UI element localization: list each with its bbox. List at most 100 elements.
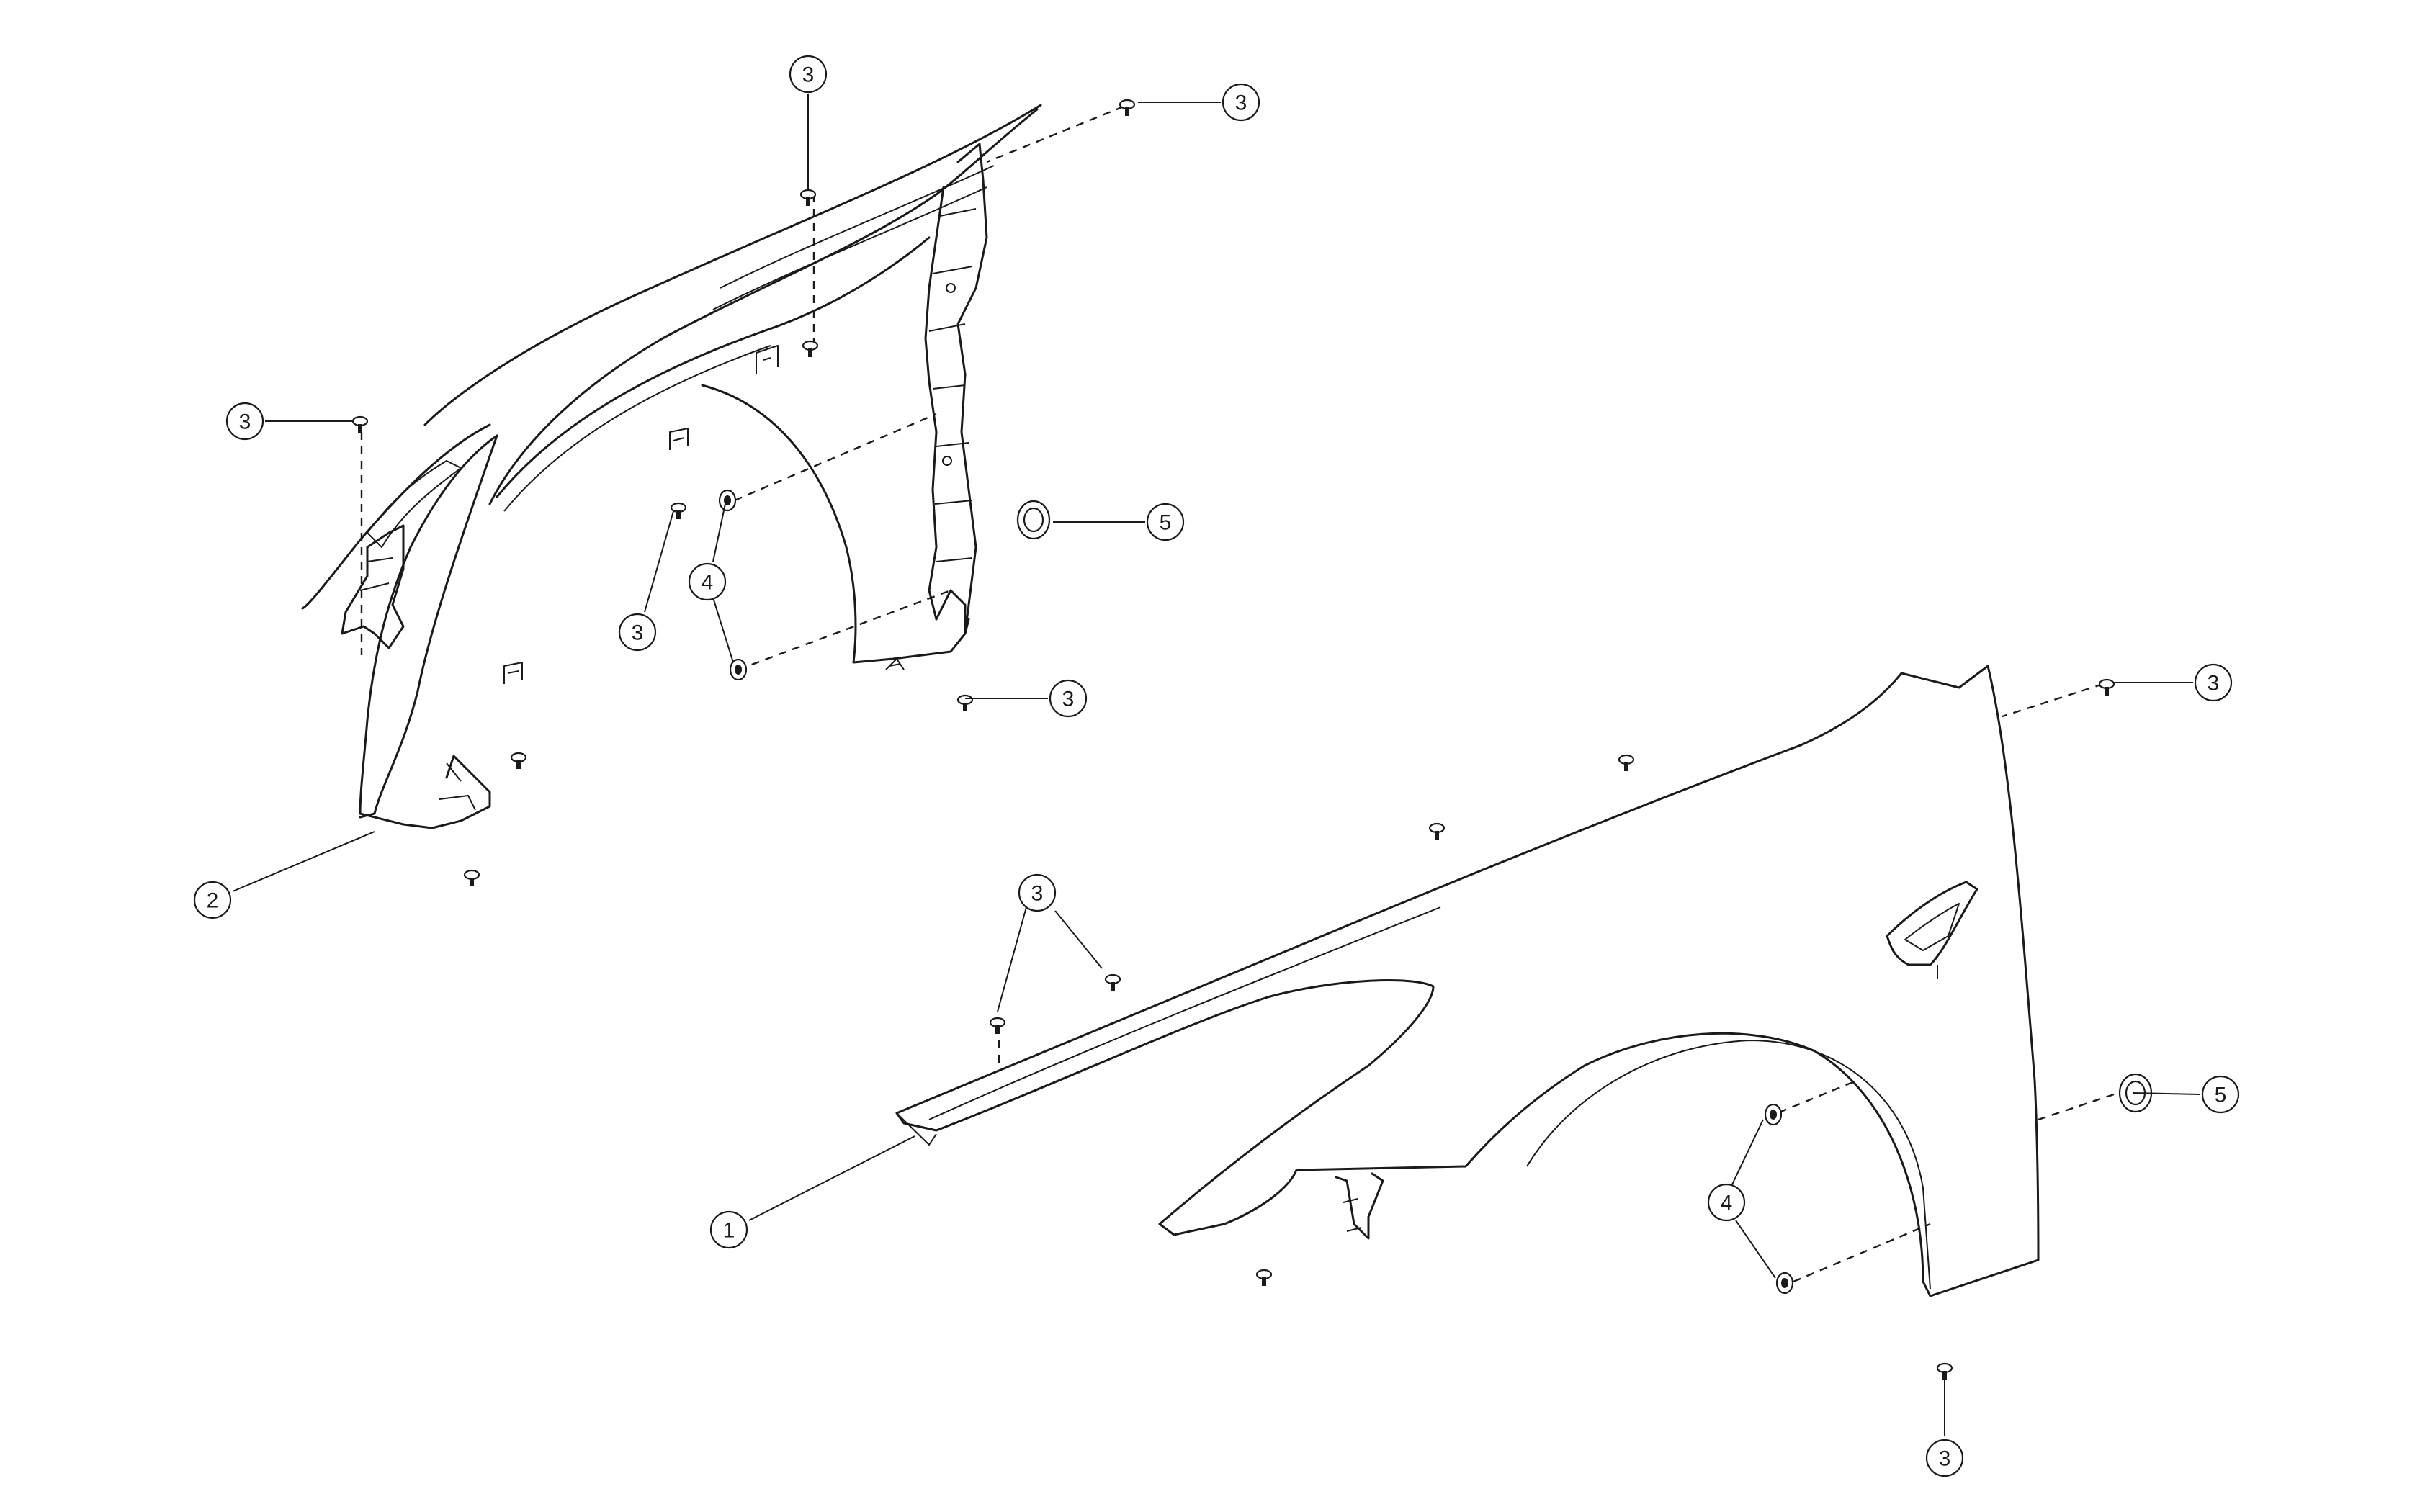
- liner-top-inner-edge: [488, 108, 1039, 505]
- callout-label: 3: [1031, 882, 1044, 906]
- explode-lines: [360, 105, 2115, 1283]
- callout-circle: [225, 402, 264, 441]
- explode-line-top-right-bolt: [986, 105, 1124, 163]
- liner-rear-bracket-outer: [956, 143, 988, 635]
- liner-inner-lip-2: [503, 345, 771, 512]
- callout-label: 1: [723, 1219, 735, 1243]
- clip-nut-icon: [718, 489, 737, 512]
- fender-lower-bracket-detail: [1343, 1198, 1362, 1232]
- callout-circle: [1018, 873, 1057, 912]
- leader-line: [748, 1135, 915, 1221]
- leader-line: [712, 500, 727, 562]
- callout-4: 4: [688, 562, 727, 601]
- callout-2: 2: [193, 881, 232, 919]
- leader-line: [1735, 1220, 1776, 1279]
- liner-bottom-panel: [852, 618, 970, 664]
- fender-side-vent: [1886, 881, 1978, 966]
- leader-line: [2133, 1092, 2201, 1095]
- bolt-icon: [1119, 99, 1136, 116]
- liner-tab-3: [503, 662, 523, 684]
- explode-line-right-clip: [1778, 1079, 1859, 1114]
- liner-nose-molding: [367, 460, 462, 548]
- liner-nose-inner: [359, 434, 498, 815]
- bolt-icon: [1104, 973, 1121, 991]
- leader-lines: [232, 94, 2201, 1436]
- clip-nut-icon: [1764, 1103, 1783, 1126]
- liner-inner-lip: [496, 236, 931, 498]
- bolt-icon: [2098, 678, 2115, 696]
- callout-label: 3: [2208, 672, 2220, 696]
- leader-line: [644, 510, 674, 613]
- callout-label: 3: [802, 63, 815, 87]
- fender-side-vent-inner: [1904, 903, 1960, 951]
- bolt-icon: [510, 752, 527, 769]
- liner-rear-bracket-rib-2: [934, 442, 973, 562]
- callout-3: 3: [1925, 1439, 1964, 1477]
- callout-label: 3: [1235, 91, 1247, 115]
- callout-circle: [193, 881, 232, 919]
- callout-3: 3: [789, 55, 828, 94]
- callout-circle: [688, 562, 727, 601]
- bolt-icon: [1428, 822, 1446, 840]
- callout-3: 3: [1018, 873, 1057, 912]
- explode-line-lower-clip: [738, 589, 951, 671]
- fender-liner-assembly: [301, 104, 1042, 829]
- callout-label: 5: [2215, 1084, 2227, 1107]
- callout-3: 3: [1222, 83, 1260, 122]
- liner-nose-outer: [301, 423, 491, 610]
- callout-4: 4: [1707, 1183, 1746, 1222]
- liner-front-flange: [341, 524, 405, 649]
- leader-line: [1054, 910, 1103, 969]
- liner-tab-4: [885, 658, 905, 670]
- explode-line-right-lower-clip: [1793, 1223, 1931, 1283]
- bolt-icon: [1618, 754, 1635, 771]
- callout-label: 3: [239, 410, 251, 434]
- callout-circle: [1049, 679, 1088, 718]
- liner-front-tip: [359, 812, 434, 829]
- liner-tab-2: [669, 428, 689, 450]
- callout-1: 1: [709, 1210, 748, 1249]
- callout-circle: [789, 55, 828, 94]
- fender-front-lip: [896, 1112, 937, 1146]
- callout-label: 3: [1939, 1447, 1951, 1471]
- fender-top-crease: [928, 906, 1441, 1120]
- clip-nut-icon: [1775, 1272, 1794, 1295]
- leader-line: [997, 906, 1027, 1012]
- bolt-icon: [351, 415, 369, 433]
- explode-line-upper-clip: [734, 413, 937, 502]
- clip-nut-icon: [729, 658, 748, 681]
- liner-front-flange-detail: [359, 557, 393, 591]
- liner-tab-1: [756, 345, 779, 374]
- callout-5: 5: [2201, 1075, 2240, 1114]
- bolt-icon: [1255, 1269, 1273, 1286]
- callout-3: 3: [1049, 679, 1088, 718]
- liner-top-rib: [720, 165, 995, 289]
- fasteners: [351, 99, 2153, 1380]
- fender-outer-skin: [895, 665, 2040, 1297]
- explode-line-right-top-bolt: [2002, 683, 2104, 718]
- callouts: 3 3 3 3 4 5 3 2 3 3 1 4 5 3: [193, 55, 2240, 1477]
- callout-label: 5: [1160, 511, 1172, 535]
- liner-lower-bracket: [431, 755, 491, 829]
- callout-circle: [618, 613, 657, 652]
- callout-3: 3: [618, 613, 657, 652]
- liner-rear-bracket-inner: [924, 186, 945, 621]
- bolt-icon: [802, 340, 819, 357]
- outer-fender-panel: [895, 665, 2040, 1297]
- callout-circle: [1222, 83, 1260, 122]
- liner-lower-bracket-detail: [439, 762, 476, 811]
- callout-label: 2: [207, 889, 219, 913]
- callout-circle: [2194, 663, 2233, 702]
- callout-5: 5: [1146, 503, 1185, 541]
- liner-wheel-arch: [701, 384, 857, 664]
- callout-circle: [1925, 1439, 1964, 1477]
- liner-rear-bracket-holes: [942, 283, 956, 466]
- fender-wheel-arch-edge: [1526, 1040, 1931, 1290]
- callout-label: 3: [632, 621, 644, 645]
- grommet-icon: [1016, 500, 1051, 540]
- liner-rear-foot: [935, 589, 967, 635]
- callout-circle: [2201, 1075, 2240, 1114]
- callout-label: 4: [702, 571, 714, 595]
- callout-circle: [1146, 503, 1185, 541]
